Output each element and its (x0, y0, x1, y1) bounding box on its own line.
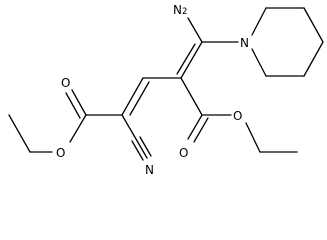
bond-left-co-double-b (65, 92, 81, 119)
bond-c-nh2 (187, 17, 203, 43)
amine-nitrogen-symbol: N (173, 3, 182, 17)
left-carbonyl-oxygen-label: O (61, 76, 70, 90)
bond-left-c-o (69, 114, 87, 143)
bond-c-ester-right (180, 77, 203, 116)
bond-ring-4 (303, 7, 324, 43)
bond-ch-c-double-a (121, 77, 144, 116)
chemical-structure: N2 N O O N O O (8, 3, 324, 177)
bond-ch-c-double-b (129, 81, 150, 116)
bond-right-co-double-a (187, 114, 203, 140)
bond-nitrile-3 (139, 136, 152, 157)
bond-c-c-double-a (180, 41, 203, 79)
bond-left-co-double-a (71, 89, 87, 116)
bond-c-cn (121, 114, 137, 140)
nitrile-nitrogen-label: N (145, 163, 154, 177)
right-ether-oxygen-label: O (233, 109, 242, 123)
left-ether-oxygen-label: O (56, 146, 65, 160)
bond-c-c-double-b (176, 43, 196, 75)
bond-ring-3 (303, 41, 324, 77)
amine-nitrogen-label: N2 (173, 3, 187, 17)
bond-ring-1 (251, 48, 267, 77)
bond-nitrile-1 (135, 138, 148, 159)
ring-nitrogen-label: N (240, 36, 249, 50)
bond-ring-6 (251, 7, 267, 36)
amine-hydrogen-count: 2 (182, 7, 187, 17)
bond-nitrile-2 (131, 140, 144, 161)
bond-right-co-double-b (193, 117, 209, 143)
atom-label-layer: N2 N O O N O O (56, 3, 249, 177)
bond-left-ch2-ch3 (8, 114, 31, 153)
right-carbonyl-oxygen-label: O (179, 146, 188, 160)
bond-right-o-ch2 (245, 122, 261, 153)
bond-layer (8, 7, 324, 161)
